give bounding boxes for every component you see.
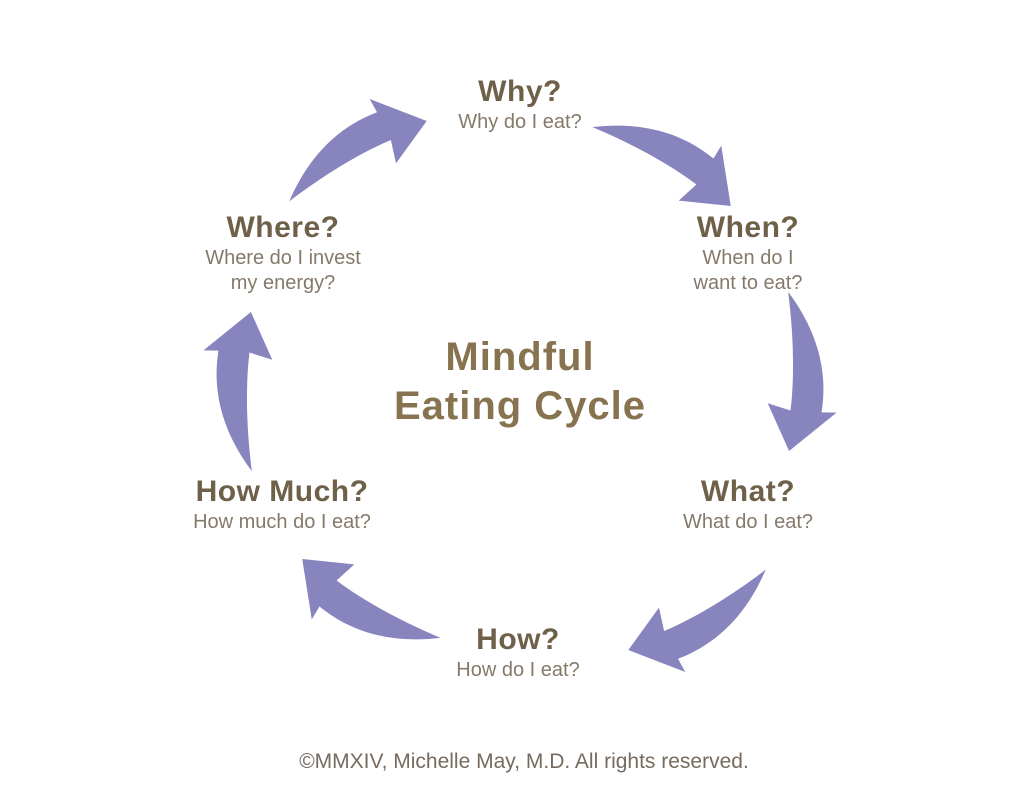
node-what-label: What? bbox=[700, 475, 796, 508]
cycle-arrow-how-to-how-much-icon bbox=[265, 510, 455, 700]
node-what: What? What do I eat? bbox=[683, 474, 813, 535]
node-when: When? When do I want to eat? bbox=[694, 210, 803, 296]
node-how-much-label: How Much? bbox=[195, 475, 369, 508]
node-where-subline-1: Where do I invest bbox=[205, 247, 361, 269]
node-how-subline: How do I eat? bbox=[456, 659, 580, 681]
node-how-much: How Much? How much do I eat? bbox=[193, 474, 371, 535]
node-where-label: Where? bbox=[226, 211, 340, 244]
diagram-title: Mindful Eating Cycle bbox=[394, 333, 646, 431]
node-why-label: Why? bbox=[478, 75, 562, 108]
node-where-subline-2: my energy? bbox=[230, 272, 336, 294]
diagram-title-line-1: Mindful bbox=[445, 335, 595, 379]
node-why: Why? Why do I eat? bbox=[458, 74, 581, 135]
node-when-subline-1: When do I bbox=[702, 247, 794, 269]
node-how-label: How? bbox=[476, 623, 560, 656]
node-when-subline-2: want to eat? bbox=[693, 272, 803, 294]
cycle-arrow-what-to-how-icon bbox=[602, 528, 792, 718]
node-where: Where? Where do I invest my energy? bbox=[205, 210, 361, 296]
copyright-text: ©MMXIV, Michelle May, M.D. All rights re… bbox=[299, 750, 749, 773]
node-how-much-subline: How much do I eat? bbox=[193, 511, 371, 533]
node-when-label: When? bbox=[696, 211, 800, 244]
cycle-arrow-how-much-to-where-icon bbox=[145, 290, 335, 480]
node-how: How? How do I eat? bbox=[456, 622, 579, 683]
cycle-arrow-when-to-what-icon bbox=[705, 283, 895, 473]
diagram-title-line-2: Eating Cycle bbox=[393, 384, 647, 428]
node-what-subline: What do I eat? bbox=[682, 511, 814, 533]
node-why-subline: Why do I eat? bbox=[458, 111, 582, 133]
